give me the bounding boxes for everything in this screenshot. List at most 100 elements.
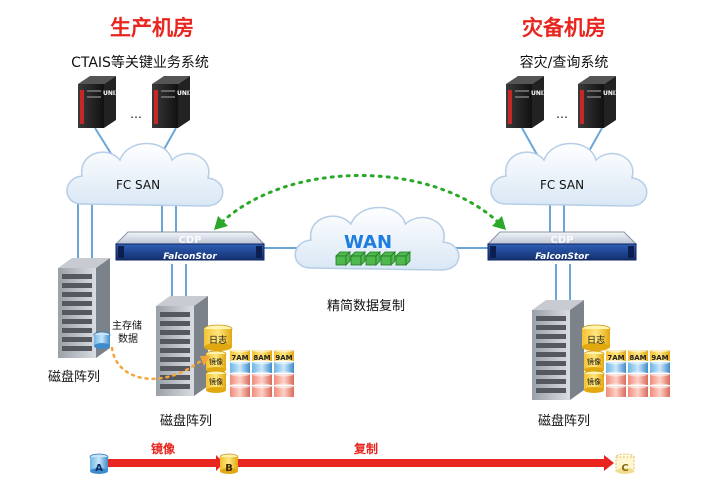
node-c-label: C [621, 463, 628, 474]
node-b-label: B [225, 463, 233, 474]
snapshot-disk [650, 362, 670, 373]
snapshot-stacks-right: 7AM 8AM 9AM [606, 347, 670, 397]
right-site-title: 灾备机房 [522, 16, 606, 40]
snapshot-disk-top [252, 347, 272, 353]
snapshot-disk [628, 386, 648, 397]
snapshot-disk [628, 350, 648, 361]
unix-server-left-2 [152, 76, 190, 128]
side-disk-array-label: 磁盘阵列 [48, 369, 100, 385]
main-disk-array-label-left: 磁盘阵列 [160, 413, 212, 429]
replication-arrow-right [492, 216, 506, 230]
ellipsis: … [556, 107, 568, 121]
unix-server-right-2 [578, 76, 616, 128]
replication-arrow-left [214, 216, 228, 230]
primary-store-label: 主存储 [112, 319, 142, 332]
snapshot-disk [274, 350, 294, 361]
snapshot-disk [274, 362, 294, 373]
snapshot-disk-top [650, 371, 670, 377]
fc-san-label: FC SAN [540, 178, 584, 192]
fc-san-cloud-right [490, 142, 648, 207]
mirror-label: 镜像 [587, 357, 601, 366]
snapshot-disk-top [252, 383, 272, 389]
snapshot-disk-top [230, 383, 250, 389]
wan: WAN 精简数据复制 [214, 174, 506, 314]
snapshot-disk [650, 386, 670, 397]
left-site: 生产机房 CTAIS等关键业务系统 UNIX … UNIX FC SAN CDP… [48, 16, 294, 429]
snapshot-disk [650, 374, 670, 385]
snapshot-disk-top [628, 371, 648, 377]
snapshot-disk-top [274, 359, 294, 365]
unix-server-label: UNIX [103, 90, 120, 97]
log-label: 日志 [209, 334, 227, 346]
snapshot-disk-top [650, 359, 670, 365]
snapshot-disk [628, 374, 648, 385]
snapshot-stack: 9AM [650, 347, 670, 397]
snapshot-disk [606, 350, 626, 361]
main-disk-array-rack-right [532, 300, 584, 400]
snapshot-disk [274, 374, 294, 385]
mirror-label: 镜像 [209, 377, 223, 386]
snapshot-disk [252, 386, 272, 397]
snapshot-label: 8AM [253, 354, 270, 362]
mirror-label: 镜像 [587, 377, 601, 386]
snapshot-disk-top [606, 383, 626, 389]
falconstor-logo: FalconStor [535, 252, 589, 262]
flow-timeline: 镜像 复制 A B C [89, 441, 635, 474]
snapshot-disk-top [230, 347, 250, 353]
snapshot-label: 8AM [629, 354, 646, 362]
snapshot-label: 7AM [607, 354, 624, 362]
snapshot-disk [606, 362, 626, 373]
log-cylinder [581, 324, 611, 351]
falconstor-logo: FalconStor [163, 252, 217, 262]
left-site-subtitle: CTAIS等关键业务系统 [71, 54, 209, 71]
snapshot-disk-top [252, 371, 272, 377]
dotted-arrowhead [200, 356, 210, 366]
fc-san-cloud-left [66, 142, 224, 207]
log-cylinder [203, 324, 233, 351]
snapshot-disk [252, 374, 272, 385]
cdp-label: CDP [551, 235, 574, 246]
primary-store-cylinder [93, 331, 111, 349]
unix-server-label: UNIX [177, 90, 194, 97]
unix-server-left-1 [78, 76, 116, 128]
snapshot-disk [650, 350, 670, 361]
main-disk-array-rack-left [156, 296, 208, 396]
node-b-cylinder [219, 453, 239, 474]
fc-san-label: FC SAN [116, 178, 160, 192]
main-disk-array-label-right: 磁盘阵列 [538, 413, 590, 429]
primary-store-label-2: 数据 [118, 332, 138, 345]
replicate-flow-label: 复制 [353, 441, 378, 456]
cdp-label: CDP [179, 235, 202, 246]
snapshot-stacks-left: 7AM 8AM 9AM [230, 347, 294, 397]
snapshot-disk [252, 350, 272, 361]
snapshot-disk [628, 362, 648, 373]
snapshot-disk-top [274, 383, 294, 389]
snapshot-label: 7AM [231, 354, 248, 362]
snapshot-disk-top [606, 359, 626, 365]
snapshot-disk-top [628, 347, 648, 353]
snapshot-disk-top [628, 359, 648, 365]
wan-label: WAN [344, 232, 392, 253]
snapshot-disk [606, 374, 626, 385]
snapshot-disk-top [252, 359, 272, 365]
snapshot-disk [606, 386, 626, 397]
snapshot-disk-top [274, 347, 294, 353]
snapshot-disk-top [650, 383, 670, 389]
snapshot-disk [230, 386, 250, 397]
node-a-cylinder [89, 453, 109, 474]
snapshot-disk-top [274, 371, 294, 377]
mirror-flow-label: 镜像 [151, 441, 176, 456]
ellipsis: … [130, 107, 142, 121]
wan-packets [335, 251, 411, 266]
right-site: 灾备机房 容灾/查询系统 UNIX … UNIX FC SAN CDP Falc… [487, 16, 670, 429]
snapshot-disk [230, 350, 250, 361]
snapshot-disk-top [606, 347, 626, 353]
log-label: 日志 [587, 334, 605, 346]
snapshot-disk-top [650, 347, 670, 353]
unix-server-label: UNIX [531, 90, 548, 97]
snapshot-label: 9AM [275, 354, 292, 362]
snapshot-disk [230, 374, 250, 385]
snapshot-disk [252, 362, 272, 373]
node-c-cylinder [615, 453, 635, 474]
